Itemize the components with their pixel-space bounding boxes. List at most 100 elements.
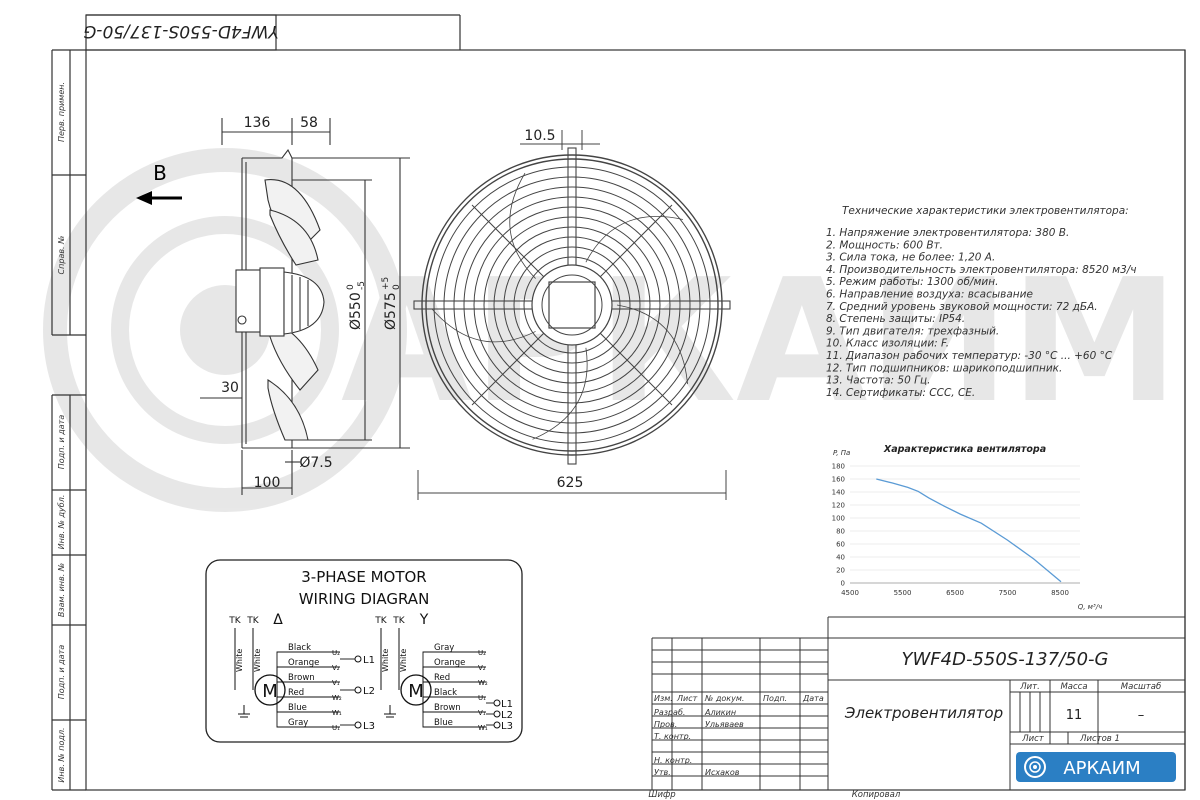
chart-title: Характеристика вентилятора — [883, 444, 1046, 455]
spec-item: 11. Диапазон рабочих температур: -30 °C … — [826, 350, 1113, 362]
tb-row-person: Ульяваев — [705, 720, 744, 729]
title-block — [651, 616, 1185, 790]
airflow-letter: B — [153, 161, 167, 185]
company-name: АРКАИМ — [1063, 758, 1140, 779]
wire-terminal-label: V₂ — [332, 664, 340, 672]
chart-ytick: 180 — [832, 463, 845, 471]
wire-color-label: Brown — [434, 703, 461, 713]
chart-xtick: 6500 — [946, 589, 964, 597]
tb-name: Электровентилятор — [844, 704, 1003, 722]
dim-550-tol-bot: -5 — [357, 281, 367, 290]
line-terminal — [493, 699, 501, 707]
chart-ylabel: P, Па — [833, 449, 850, 457]
guard-ring — [523, 256, 621, 354]
chart-xtick: 7500 — [999, 589, 1017, 597]
line-terminal — [493, 721, 501, 729]
chart-ytick: 0 — [841, 580, 845, 588]
wire-lead — [276, 681, 285, 690]
tb-lit-label: Лит. — [1019, 682, 1040, 692]
chart-xtick: 5500 — [894, 589, 912, 597]
tb-header-izm: Изм. — [654, 694, 673, 703]
tb-mass: 11 — [1066, 708, 1083, 723]
line-label: L1 — [501, 699, 513, 710]
side-label: Взам. инв. № — [57, 563, 66, 617]
dim-136: 136 — [244, 115, 271, 131]
spec-item: 8. Степень защиты: IP54. — [826, 313, 965, 325]
chart-xtick: 8500 — [1051, 589, 1069, 597]
line-label: L2 — [501, 710, 513, 721]
blade-outline — [431, 308, 536, 343]
wire-terminal-label: V₁ — [332, 679, 340, 687]
wire-terminal-label: U₁ — [332, 724, 340, 732]
spec-item: 6. Направление воздуха: всасывание — [826, 289, 1033, 301]
blade-outline — [509, 172, 536, 279]
guard-ring — [503, 236, 641, 374]
chart-ytick: 160 — [832, 476, 845, 484]
wire-lead — [276, 690, 285, 728]
motor-symbol — [400, 674, 432, 706]
tb-row-role: Утв. — [654, 768, 671, 777]
wire-terminal-label: W₂ — [478, 679, 488, 687]
specs-block: Технические характеристики электровентил… — [826, 205, 1137, 399]
motor-symbol — [254, 674, 286, 706]
fan-side-view — [200, 118, 410, 495]
wire-terminal-label: V₂ — [478, 664, 486, 672]
guard-ring — [473, 206, 671, 404]
wire-terminal-label: W₂ — [332, 694, 342, 702]
tb-header-list: Лист — [676, 694, 698, 703]
line-terminal — [354, 721, 362, 729]
chart-xtick: 4500 — [841, 589, 859, 597]
spec-item: 5. Режим работы: 1300 об/мин. — [826, 276, 998, 288]
dim-100: 100 — [254, 475, 281, 491]
chart-ytick: 120 — [832, 502, 845, 510]
tb-scale-label: Масштаб — [1121, 682, 1161, 692]
line-terminal — [354, 655, 362, 663]
tb-copied: Копировал — [852, 790, 901, 800]
wire-color-label: Orange — [434, 658, 465, 668]
dim-hole: Ø7.5 — [299, 455, 332, 471]
specs-title: Технические характеристики электровентил… — [842, 205, 1129, 217]
tk-label: TK — [246, 616, 259, 626]
motor-letter: M — [262, 681, 278, 702]
wire-terminal-label: U₂ — [478, 649, 486, 657]
white-label: White — [253, 649, 262, 672]
line-terminal — [354, 686, 362, 694]
fan-curve-chart: Характеристика вентилятора P, Па Q, м³/ч… — [832, 444, 1103, 611]
wire-color-label: Brown — [288, 673, 315, 683]
wiring-title-1: 3-PHASE MOTOR — [301, 568, 426, 586]
chart-ytick: 40 — [836, 554, 845, 562]
tb-row-role: Разраб. — [654, 708, 685, 717]
wire-terminal-label: U₁ — [478, 694, 486, 702]
connection-symbol: Y — [419, 612, 429, 628]
wire-color-label: Red — [434, 673, 450, 683]
wire-color-label: Blue — [434, 718, 453, 728]
guard-ring — [513, 246, 631, 364]
tb-mass-label: Масса — [1060, 682, 1087, 692]
spec-item: 2. Мощность: 600 Вт. — [826, 239, 943, 251]
tk-label: TK — [228, 616, 241, 626]
side-label: Инв. № дубл. — [57, 495, 66, 550]
wire-color-label: Blue — [288, 703, 307, 713]
spec-item: 10. Класс изоляции: F. — [826, 338, 949, 350]
side-label: Подп. и дата — [57, 645, 66, 700]
dim-58: 58 — [300, 115, 318, 131]
wire-terminal-label: W₁ — [332, 709, 342, 717]
blade-outline — [616, 304, 688, 385]
dim-10-5: 10.5 — [524, 128, 555, 144]
spec-item: 7. Средний уровень звуковой мощности: 72… — [826, 301, 1098, 313]
guard-ring — [463, 196, 681, 414]
wire-color-label: Black — [288, 643, 311, 653]
chart-ytick: 140 — [832, 489, 845, 497]
guard-ring — [425, 158, 719, 452]
side-label: Перв. примен. — [57, 82, 66, 142]
dim-575: Ø575 — [383, 292, 399, 330]
airflow-arrow: B — [136, 161, 182, 205]
top-stamp: YWF4D-550S-137/50-G — [83, 21, 279, 41]
tb-designation: YWF4D-550S-137/50-G — [902, 649, 1109, 670]
tb-sheets-label: Листов 1 — [1079, 734, 1120, 744]
chart-ytick: 20 — [836, 567, 845, 575]
sheet-frame — [51, 14, 1186, 791]
white-label: White — [381, 649, 390, 672]
white-label: White — [399, 649, 408, 672]
